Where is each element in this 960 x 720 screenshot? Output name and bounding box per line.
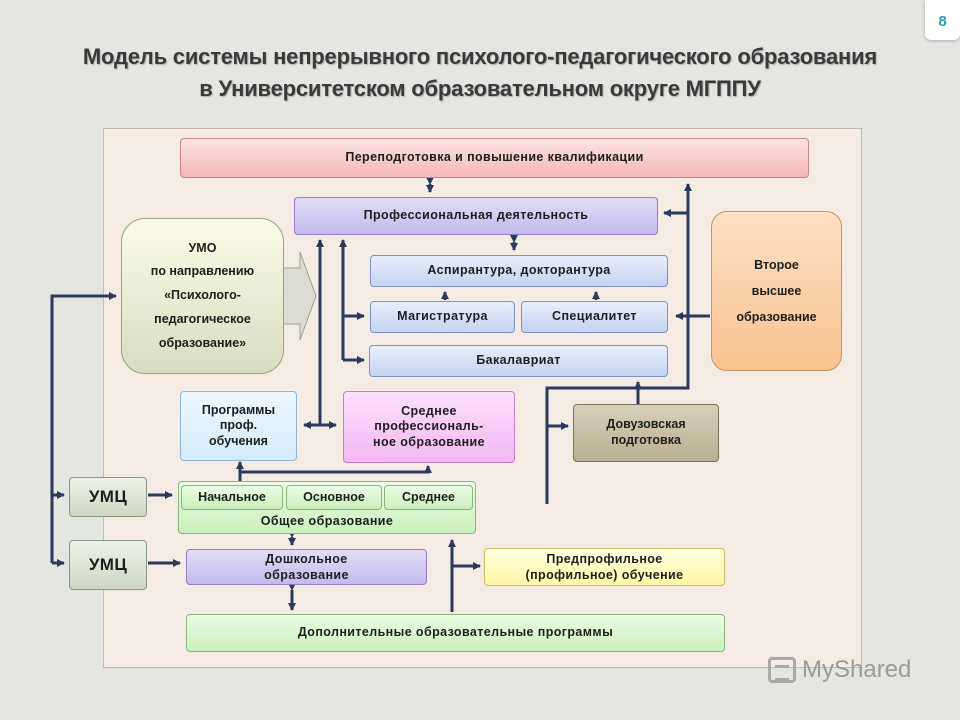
secondary-vocational-box: Среднее профессиональ- ное образование <box>343 391 515 463</box>
additional-programs-box: Дополнительные образовательные программы <box>186 614 725 652</box>
magistratura-box: Магистратура <box>370 301 515 333</box>
second-higher-education-box: Второе высшее образование <box>711 211 842 371</box>
predprof-line-2: (профильное) обучение <box>525 568 684 582</box>
umo-line-5: образование» <box>158 335 247 350</box>
secondary-school-box: Среднее <box>384 485 473 510</box>
spo-line-2: профессиональ- <box>374 419 484 434</box>
myshared-icon <box>768 657 796 683</box>
second-line-2: высшее <box>751 283 802 298</box>
dovuz-line-1: Довузовская <box>606 417 686 432</box>
requalification-box: Переподготовка и повышение квалификации <box>180 138 809 178</box>
doshk-line-1: Дошкольное <box>265 551 348 566</box>
umo-line-3: «Психолого- <box>164 288 241 303</box>
spo-line-1: Среднее <box>401 403 457 418</box>
aspirantura-box: Аспирантура, докторантура <box>370 255 668 287</box>
title-line-2: в Университетском образовательном округе… <box>199 76 761 101</box>
predprof-line-1: Предпрофильное <box>546 551 663 566</box>
dovuz-line-2: подготовка <box>611 433 681 447</box>
page-number: 8 <box>925 0 960 40</box>
umc-box-1: УМЦ <box>69 477 147 517</box>
professional-activity-box: Профессиональная деятельность <box>294 197 658 235</box>
watermark-logo: MyShared <box>768 656 911 684</box>
prog-line-1: Программы <box>201 402 276 417</box>
primary-school-box: Начальное <box>181 485 283 510</box>
spo-line-3: ное образование <box>373 434 485 449</box>
bakalavriat-box: Бакалавриат <box>369 345 668 377</box>
prog-line-2: проф. <box>219 418 258 433</box>
title-line-1: Модель системы непрерывного психолого-пе… <box>82 44 878 69</box>
watermark-text: MyShared <box>802 656 912 683</box>
prof-training-programs-box: Программы проф. обучения <box>180 391 297 461</box>
second-line-1: Второе <box>754 257 799 272</box>
doshk-line-2: образование <box>264 568 349 582</box>
umo-line-4: педагогическое <box>154 311 251 326</box>
specialitet-box: Специалитет <box>521 301 668 333</box>
pre-profile-training-box: Предпрофильное (профильное) обучение <box>484 548 725 586</box>
prog-line-3: обучения <box>209 433 268 448</box>
umo-box: УМО по направлению «Психолого- педагогич… <box>121 218 284 374</box>
second-line-3: образование <box>736 310 817 325</box>
preschool-box: Дошкольное образование <box>186 549 427 585</box>
umo-line-1: УМО <box>188 240 217 255</box>
umo-line-2: по направлению <box>150 264 255 279</box>
umc-box-2: УМЦ <box>69 540 147 590</box>
basic-school-box: Основное <box>286 485 382 510</box>
pre-university-box: Довузовская подготовка <box>573 404 719 462</box>
